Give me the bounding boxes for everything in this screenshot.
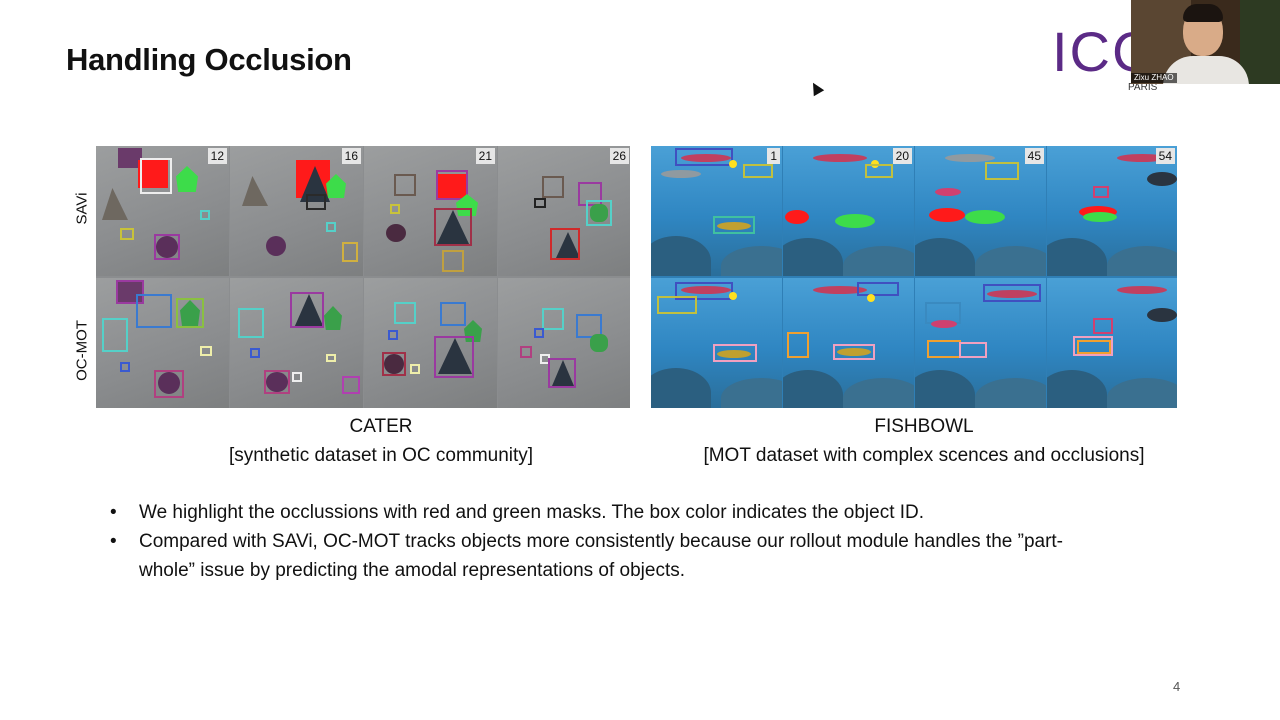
frame-number: 45: [1024, 148, 1044, 164]
fishbowl-image-grid: 1 20 45 54: [651, 146, 1177, 408]
cater-caption: CATER [synthetic dataset in OC community…: [180, 412, 582, 470]
bullet-icon: •: [110, 531, 117, 552]
cater-frame-savi-16: 16: [230, 146, 363, 276]
fish-frame-1: 1: [651, 146, 782, 276]
row-label-oc-mot: OC-MOT: [73, 320, 91, 381]
cater-caption-title: CATER: [349, 416, 413, 437]
page-number: 4: [1173, 679, 1181, 694]
bullet-item: • We highlight the occlussions with red …: [110, 498, 1069, 527]
webcam-video: Zixu ZHAO: [1131, 0, 1280, 84]
cater-frame-ocmot-26: [498, 278, 630, 408]
slide-title: Handling Occlusion: [66, 42, 352, 77]
conference-logo-subtext: PARIS: [1128, 82, 1158, 93]
cater-frame-ocmot-21: [364, 278, 497, 408]
frame-number: 20: [892, 148, 912, 164]
mouse-cursor-icon: [807, 79, 825, 97]
cater-frame-savi-26: 26: [498, 146, 630, 276]
fish-frame-1-ocmot: [651, 278, 782, 408]
fish-frame-54-ocmot: [1047, 278, 1177, 408]
fish-frame-54: 54: [1047, 146, 1177, 276]
row-label-savi: SAVi: [73, 192, 91, 225]
fish-frame-20-ocmot: [783, 278, 914, 408]
cater-frame-ocmot-12: [96, 278, 229, 408]
cater-frame-savi-12: 12: [96, 146, 229, 276]
cater-caption-subtitle: [synthetic dataset in OC community]: [228, 445, 534, 466]
fishbowl-caption-title: FISHBOWL: [874, 416, 974, 437]
cater-image-grid: 12 16 21 26: [96, 146, 630, 408]
webcam-name-label: Zixu ZHAO: [1131, 73, 1177, 83]
frame-number: 26: [609, 148, 629, 164]
bullet-icon: •: [110, 502, 117, 523]
cater-frame-ocmot-16: [230, 278, 363, 408]
frame-number: 1: [767, 148, 780, 164]
cater-frame-savi-21: 21: [364, 146, 497, 276]
frame-number: 16: [341, 148, 361, 164]
fish-frame-20: 20: [783, 146, 914, 276]
frame-number: 21: [475, 148, 495, 164]
fish-frame-45: 45: [915, 146, 1046, 276]
frame-number: 12: [207, 148, 227, 164]
fish-frame-45-ocmot: [915, 278, 1046, 408]
bullet-list: • We highlight the occlussions with red …: [110, 498, 1069, 585]
fishbowl-caption-subtitle: [MOT dataset with complex scences and oc…: [703, 445, 1145, 466]
fishbowl-caption: FISHBOWL [MOT dataset with complex scenc…: [660, 412, 1188, 470]
bullet-item: • Compared with SAVi, OC-MOT tracks obje…: [110, 527, 1069, 585]
frame-number: 54: [1155, 148, 1175, 164]
